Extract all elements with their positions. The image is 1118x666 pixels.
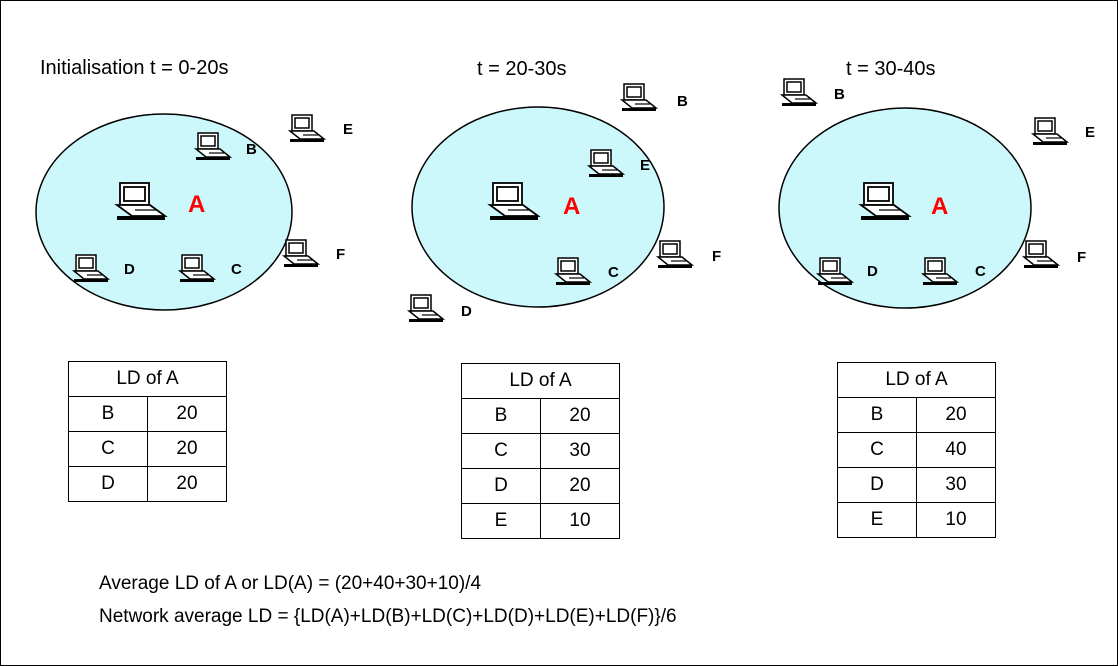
ld-value-cell: 20 (540, 468, 620, 504)
node-cell: E (837, 502, 917, 538)
node-cell: D (837, 467, 917, 503)
laptop-icon (289, 114, 325, 143)
node-label-f: F (1077, 249, 1086, 266)
laptop-icon (657, 240, 693, 269)
table-header: LD of A (461, 363, 620, 399)
range-circle (411, 106, 665, 308)
average-ld-formula: Average LD of A or LD(A) = (20+40+30+10)… (99, 573, 482, 594)
panel-1: A B C D E F (35, 113, 353, 311)
range-circle (35, 113, 293, 311)
node-label-e: E (343, 121, 353, 138)
panel-title: Initialisation t = 0-20s (40, 57, 229, 79)
node-label-c: C (975, 263, 986, 280)
laptop-icon (408, 294, 444, 323)
ld-value-cell: 20 (540, 398, 620, 434)
node-label-c: C (608, 264, 619, 281)
node-label-a: A (931, 193, 948, 220)
node-cell: E (461, 503, 541, 539)
node-label-b: B (246, 141, 257, 158)
node-label-c: C (231, 261, 242, 278)
node-cell: B (461, 398, 541, 434)
node-label-b: B (834, 86, 845, 103)
ld-value-cell: 20 (147, 396, 227, 432)
ld-value-cell: 30 (540, 433, 620, 469)
ld-value-cell: 10 (916, 502, 996, 538)
node-cell: B (68, 396, 148, 432)
node-cell: C (68, 431, 148, 467)
node-cell: D (68, 466, 148, 502)
node-label-f: F (712, 248, 721, 265)
ld-value-cell: 40 (916, 432, 996, 468)
panel-title: t = 30-40s (846, 58, 936, 80)
node-label-e: E (640, 157, 650, 174)
panel-3: A B C D E F (778, 78, 1095, 309)
ld-value-cell: 10 (540, 503, 620, 539)
table-header: LD of A (837, 362, 996, 398)
range-circle (778, 107, 1032, 309)
node-label-d: D (461, 303, 472, 320)
node-label-d: D (124, 261, 135, 278)
node-cell: D (461, 468, 541, 504)
ld-value-cell: 20 (916, 397, 996, 433)
ld-value-cell: 20 (147, 466, 227, 502)
laptop-icon (1023, 240, 1059, 269)
laptop-icon (1032, 117, 1068, 146)
node-label-a: A (188, 191, 205, 218)
node-label-a: A (563, 193, 580, 220)
node-label-f: F (336, 246, 345, 263)
ld-value-cell: 30 (916, 467, 996, 503)
ld-value-cell: 20 (147, 431, 227, 467)
network-average-ld-formula: Network average LD = {LD(A)+LD(B)+LD(C)+… (99, 606, 677, 627)
panel-title: t = 20-30s (477, 58, 567, 80)
table-header: LD of A (68, 361, 227, 397)
laptop-icon (283, 239, 319, 268)
laptop-icon (781, 78, 817, 107)
node-cell: C (837, 432, 917, 468)
node-cell: C (461, 433, 541, 469)
panel-2: A B C D E F (408, 83, 721, 323)
node-label-b: B (677, 93, 688, 110)
node-label-d: D (867, 263, 878, 280)
node-label-e: E (1085, 124, 1095, 141)
node-cell: B (837, 397, 917, 433)
laptop-icon (621, 83, 657, 112)
